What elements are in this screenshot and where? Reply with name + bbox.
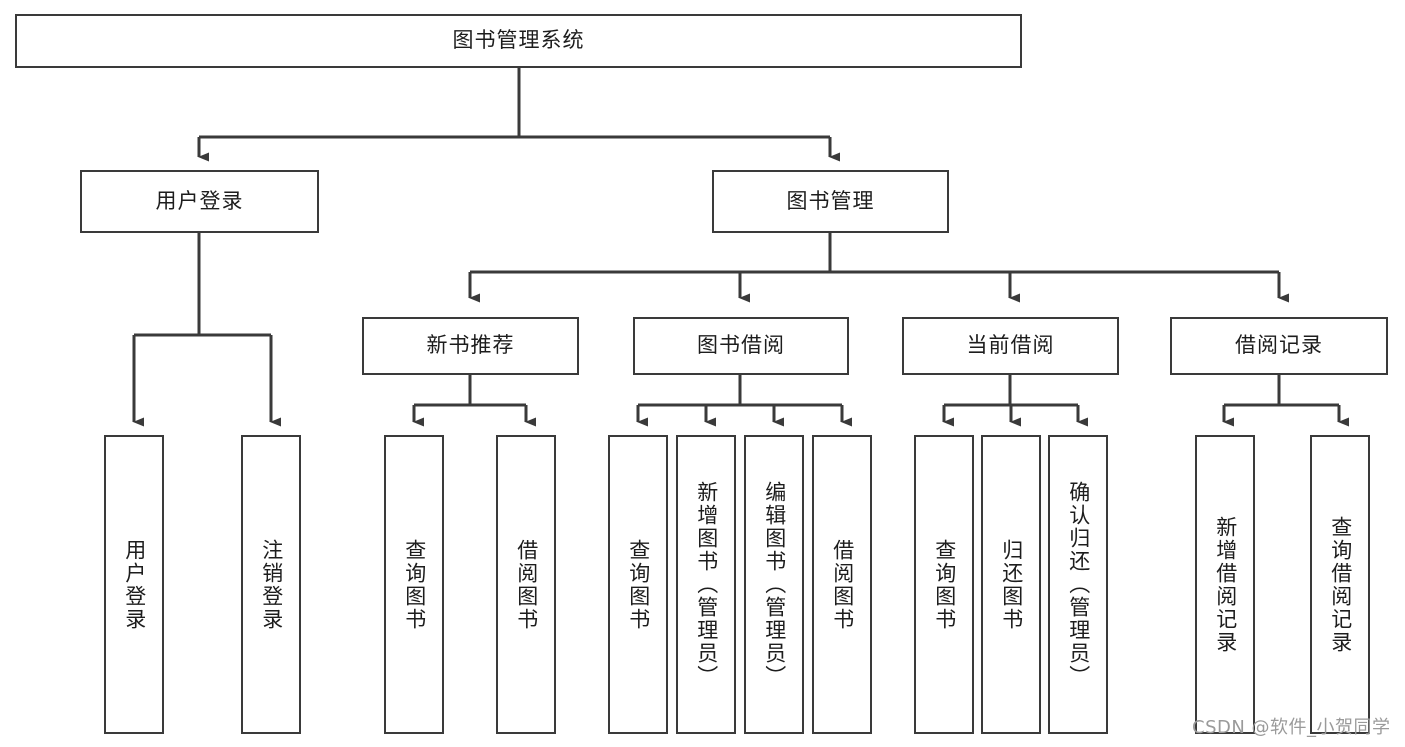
node-borrow-record-label: 借阅记录 bbox=[1235, 333, 1323, 358]
leaf-query-book-3-label: 查询图书 bbox=[932, 538, 957, 631]
leaf-confirm-return-label: 确认归还（管理员） bbox=[1066, 481, 1091, 688]
leaf-confirm-return[interactable]: 确认归还（管理员） bbox=[1048, 435, 1108, 734]
leaf-query-book-2-label: 查询图书 bbox=[626, 538, 651, 631]
leaf-edit-book-label: 编辑图书（管理员） bbox=[762, 481, 787, 688]
node-root-label: 图书管理系统 bbox=[452, 28, 585, 53]
node-user-login[interactable]: 用户登录 bbox=[80, 170, 319, 233]
leaf-query-record[interactable]: 查询借阅记录 bbox=[1310, 435, 1370, 734]
leaf-user-logout-label: 注销登录 bbox=[259, 538, 284, 631]
leaf-add-record[interactable]: 新增借阅记录 bbox=[1195, 435, 1255, 734]
node-book-borrow[interactable]: 图书借阅 bbox=[633, 317, 849, 375]
node-borrow-record[interactable]: 借阅记录 bbox=[1170, 317, 1388, 375]
leaf-query-book-2[interactable]: 查询图书 bbox=[608, 435, 668, 734]
leaf-edit-book[interactable]: 编辑图书（管理员） bbox=[744, 435, 804, 734]
node-book-borrow-label: 图书借阅 bbox=[697, 333, 785, 358]
node-user-login-label: 用户登录 bbox=[155, 188, 244, 213]
node-current-borrow-label: 当前借阅 bbox=[966, 333, 1055, 358]
node-new-book-recommend[interactable]: 新书推荐 bbox=[362, 317, 579, 375]
csdn-watermark: CSDN @软件_小贺同学 bbox=[1192, 717, 1391, 738]
leaf-add-book-label: 新增图书（管理员） bbox=[694, 481, 719, 688]
leaf-add-book[interactable]: 新增图书（管理员） bbox=[676, 435, 736, 734]
node-current-borrow[interactable]: 当前借阅 bbox=[902, 317, 1119, 375]
leaf-borrow-book-2-label: 借阅图书 bbox=[830, 538, 855, 631]
leaf-user-logout[interactable]: 注销登录 bbox=[241, 435, 301, 734]
node-book-manage[interactable]: 图书管理 bbox=[712, 170, 949, 233]
node-new-book-recommend-label: 新书推荐 bbox=[426, 333, 515, 358]
leaf-query-book-3[interactable]: 查询图书 bbox=[914, 435, 974, 734]
node-book-manage-label: 图书管理 bbox=[786, 188, 875, 213]
leaf-borrow-book-2[interactable]: 借阅图书 bbox=[812, 435, 872, 734]
leaf-borrow-book-1-label: 借阅图书 bbox=[514, 538, 539, 631]
leaf-user-login[interactable]: 用户登录 bbox=[104, 435, 164, 734]
leaf-borrow-book-1[interactable]: 借阅图书 bbox=[496, 435, 556, 734]
leaf-return-book[interactable]: 归还图书 bbox=[981, 435, 1041, 734]
leaf-user-login-label: 用户登录 bbox=[122, 538, 147, 631]
leaf-add-record-label: 新增借阅记录 bbox=[1213, 515, 1238, 654]
leaf-query-book-1[interactable]: 查询图书 bbox=[384, 435, 444, 734]
leaf-query-book-1-label: 查询图书 bbox=[402, 538, 427, 631]
leaf-query-record-label: 查询借阅记录 bbox=[1328, 515, 1353, 654]
node-root[interactable]: 图书管理系统 bbox=[15, 14, 1022, 68]
leaf-return-book-label: 归还图书 bbox=[999, 538, 1024, 631]
